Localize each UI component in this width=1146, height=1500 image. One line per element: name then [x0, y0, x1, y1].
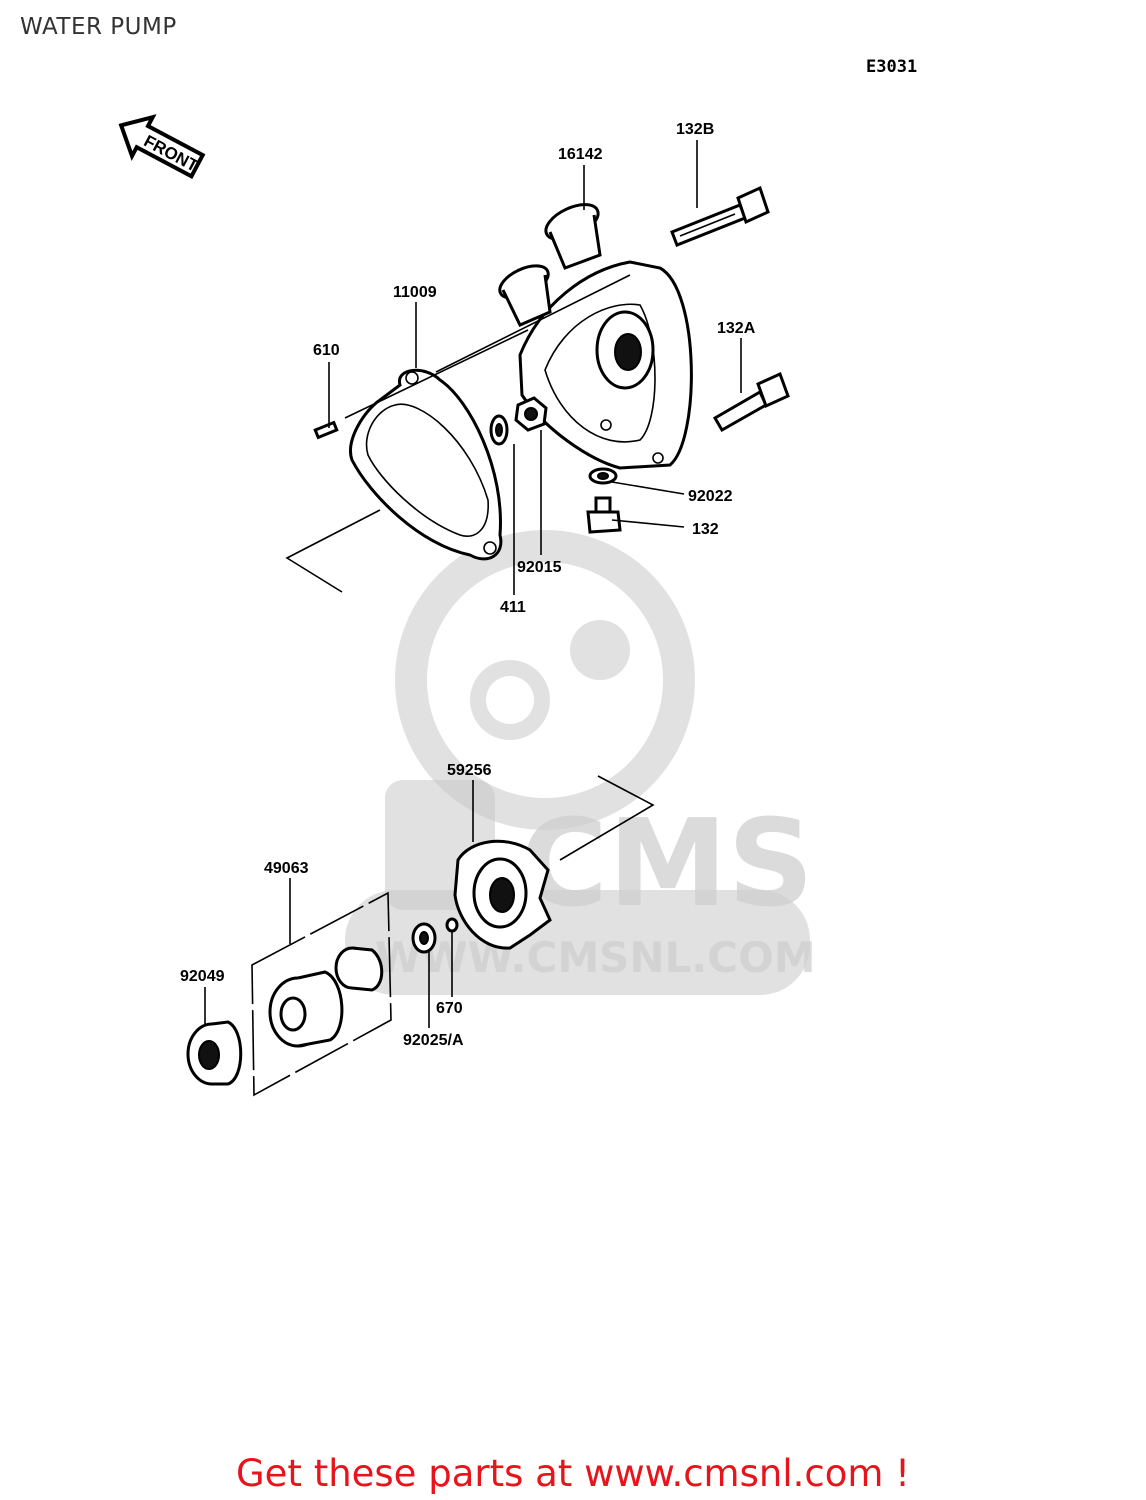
- leader-lines: [204, 140, 742, 1028]
- pin-610: [313, 420, 339, 440]
- impeller-59256: [453, 839, 552, 950]
- label-11009: 11009: [393, 284, 437, 301]
- label-92049: 92049: [180, 968, 225, 985]
- label-610: 610: [313, 342, 340, 359]
- oil-seal-92049: [186, 1020, 243, 1086]
- watermark-url: WWW.CMSNL.COM: [375, 933, 816, 982]
- label-92025a: 92025/A: [403, 1032, 464, 1049]
- drain-bolt-132: [586, 496, 622, 534]
- label-132a: 132A: [717, 320, 756, 337]
- label-132b: 132B: [676, 121, 714, 138]
- washer-92022: [588, 467, 618, 485]
- ring-670: [445, 917, 459, 933]
- label-132: 132: [692, 521, 719, 538]
- nut-92015: [514, 396, 548, 432]
- front-arrow-icon: FRONT: [118, 114, 206, 180]
- mechanical-seal-49063: [268, 946, 384, 1048]
- label-59256: 59256: [447, 762, 492, 779]
- promo-link-text[interactable]: Get these parts at www.cmsnl.com !: [235, 1452, 910, 1495]
- gasket-11009: [349, 368, 503, 561]
- label-670: 670: [436, 1000, 463, 1017]
- parts-diagram: CMS WWW.CMSNL.COM E3031 FRONT: [118, 57, 917, 1097]
- assembly-line-2: [435, 274, 631, 373]
- washer-411: [489, 414, 509, 446]
- offset-line-upper: [285, 509, 381, 593]
- watermark: CMS WWW.CMSNL.COM: [345, 530, 816, 995]
- washer-92025a: [411, 922, 437, 954]
- bolt-132b: [670, 185, 770, 247]
- label-16142: 16142: [558, 146, 603, 163]
- seal-kit-bracket-49063: [251, 891, 392, 1097]
- watermark-brand: CMS: [520, 795, 814, 934]
- label-49063: 49063: [264, 860, 309, 877]
- assembly-line-1: [344, 329, 529, 419]
- label-92022: 92022: [688, 488, 733, 505]
- diagram-code: E3031: [866, 57, 917, 77]
- label-411: 411: [500, 599, 526, 616]
- offset-line-lower: [559, 775, 655, 861]
- pump-cover: [498, 203, 693, 470]
- bolt-132a: [712, 371, 790, 433]
- label-92015: 92015: [517, 559, 562, 576]
- page-title: WATER PUMP: [20, 14, 177, 40]
